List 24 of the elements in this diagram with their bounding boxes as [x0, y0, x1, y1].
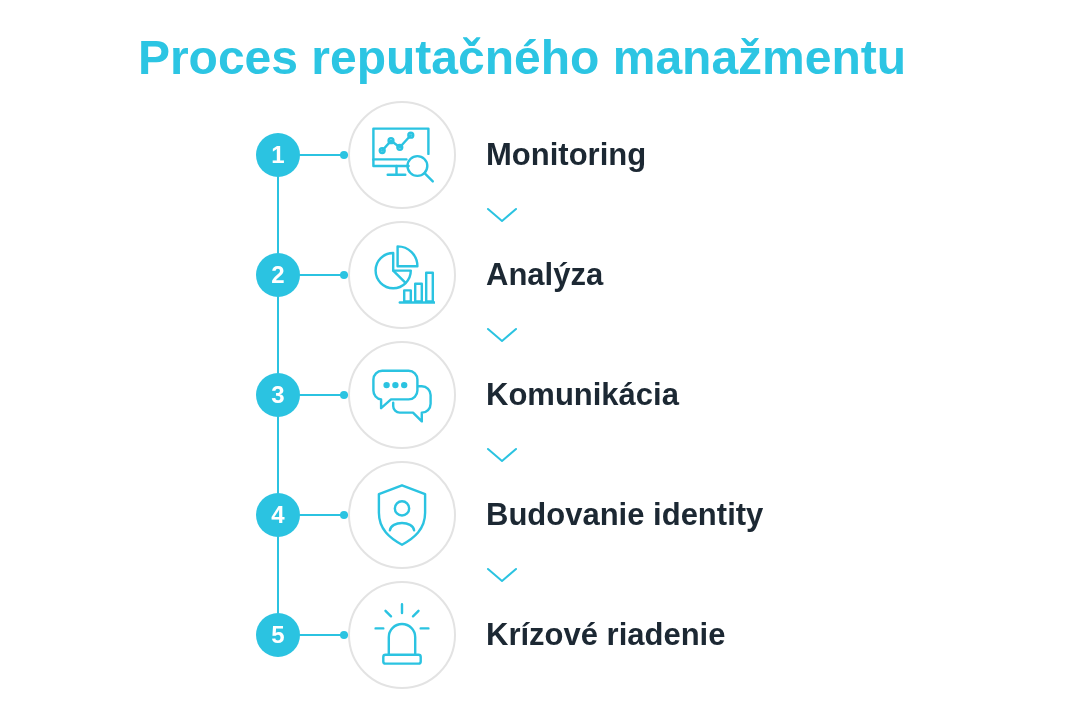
connector-line [299, 271, 349, 279]
connector-line [299, 151, 349, 159]
step-number-badge: 5 [256, 613, 300, 657]
chevron-arrow [487, 568, 517, 582]
connector-line [277, 536, 279, 614]
connector-line [277, 296, 279, 374]
chevron-arrow [487, 328, 517, 342]
connector-line [299, 511, 349, 519]
connector-line [277, 416, 279, 494]
step-number-badge: 1 [256, 133, 300, 177]
connector-line [299, 631, 349, 639]
step-label: Komunikácia [486, 376, 679, 414]
chevron-arrow [487, 208, 517, 222]
title: Proces reputačného manažmentu [137, 30, 907, 86]
step-label: Krízové riadenie [486, 616, 726, 654]
step-number-badge: 3 [256, 373, 300, 417]
step-label: Analýza [486, 256, 604, 294]
step-label: Budovanie identity [486, 496, 764, 534]
step-number-badge: 4 [256, 493, 300, 537]
chevron-arrow [487, 448, 517, 462]
connector-line [277, 176, 279, 254]
step-number-badge: 2 [256, 253, 300, 297]
connector-line [299, 391, 349, 399]
step-label: Monitoring [486, 136, 647, 174]
